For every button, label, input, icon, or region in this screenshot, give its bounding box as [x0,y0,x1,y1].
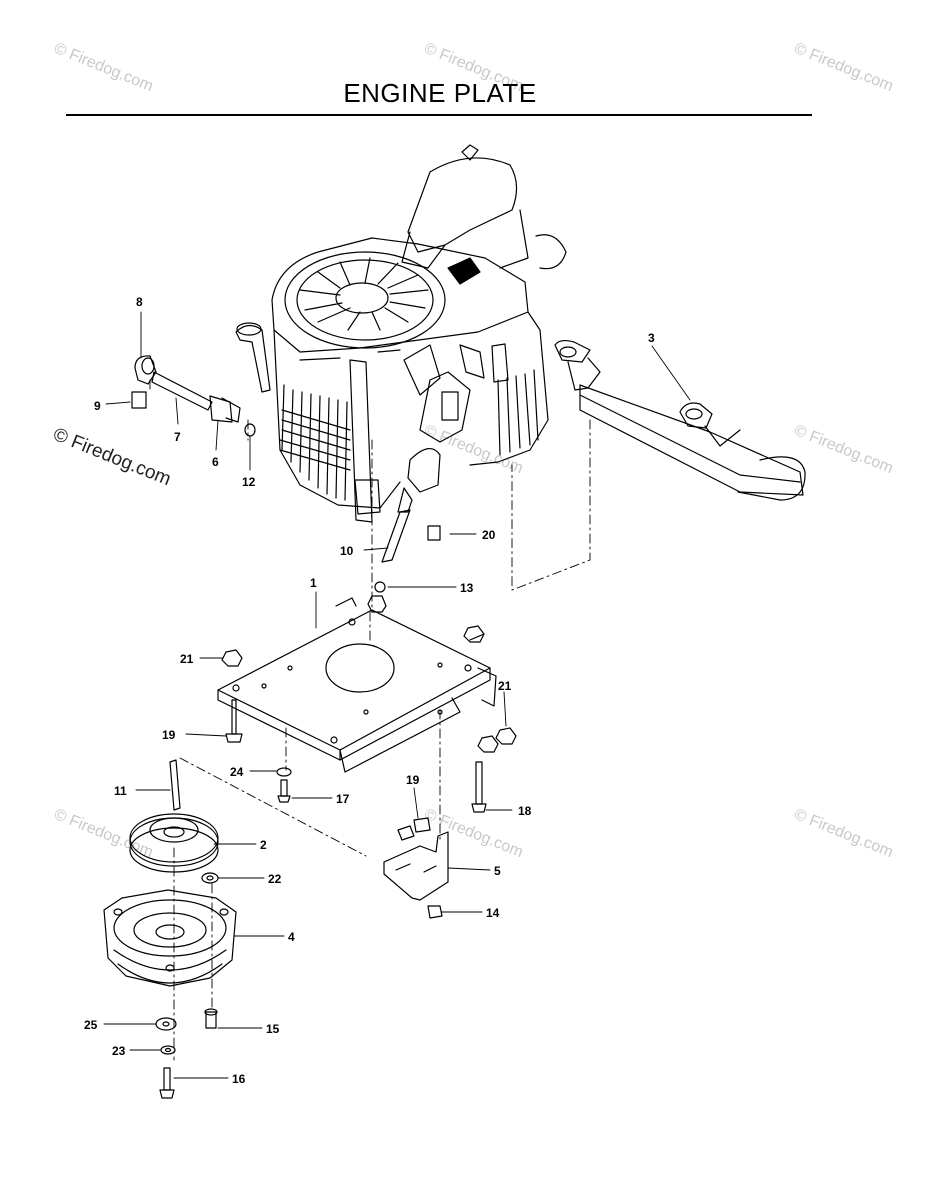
part-label-13: 13 [460,581,474,595]
leader-lines [103,311,691,1079]
part-label-9: 9 [94,399,101,413]
part-label-12: 12 [242,475,256,489]
part-label-23: 23 [112,1044,126,1058]
page-title: ENGINE PLATE [343,78,537,108]
title-rule [66,114,812,116]
part-label-8: 8 [136,295,143,309]
part-label-2: 2 [260,838,267,852]
muffler-drawing [554,339,806,501]
part-label-20: 20 [482,528,496,542]
part-label-16: 16 [232,1072,246,1086]
part-labels: 8 9 7 6 12 3 10 20 13 1 21 21 19 24 17 1… [84,295,655,1086]
part-label-17: 17 [336,792,350,806]
part-label-18: 18 [518,804,532,818]
part-label-21b: 21 [498,679,512,693]
part-label-10: 10 [340,544,354,558]
part-label-11: 11 [114,784,127,798]
part-label-22: 22 [268,872,282,886]
part-label-21a: 21 [180,652,194,666]
part-label-1: 1 [310,576,317,590]
part-label-24: 24 [230,765,244,779]
part-label-25: 25 [84,1018,98,1032]
phantom-lines [149,379,591,1061]
bracket-drawing [383,817,449,919]
clutch-drawing [103,759,237,1099]
part-label-19b: 19 [406,773,420,787]
part-label-5: 5 [494,864,501,878]
part-label-14: 14 [486,906,500,920]
part-label-7: 7 [174,430,181,444]
part-label-4: 4 [288,930,295,944]
part-label-3: 3 [648,331,655,345]
part-label-6: 6 [212,455,219,469]
engine-drawing [235,144,567,523]
fuel-line-drawing [374,487,441,593]
part-label-19a: 19 [162,728,176,742]
part-label-15: 15 [266,1022,280,1036]
engine-plate-drawing [217,595,517,813]
drain-fittings-drawing [131,355,256,437]
